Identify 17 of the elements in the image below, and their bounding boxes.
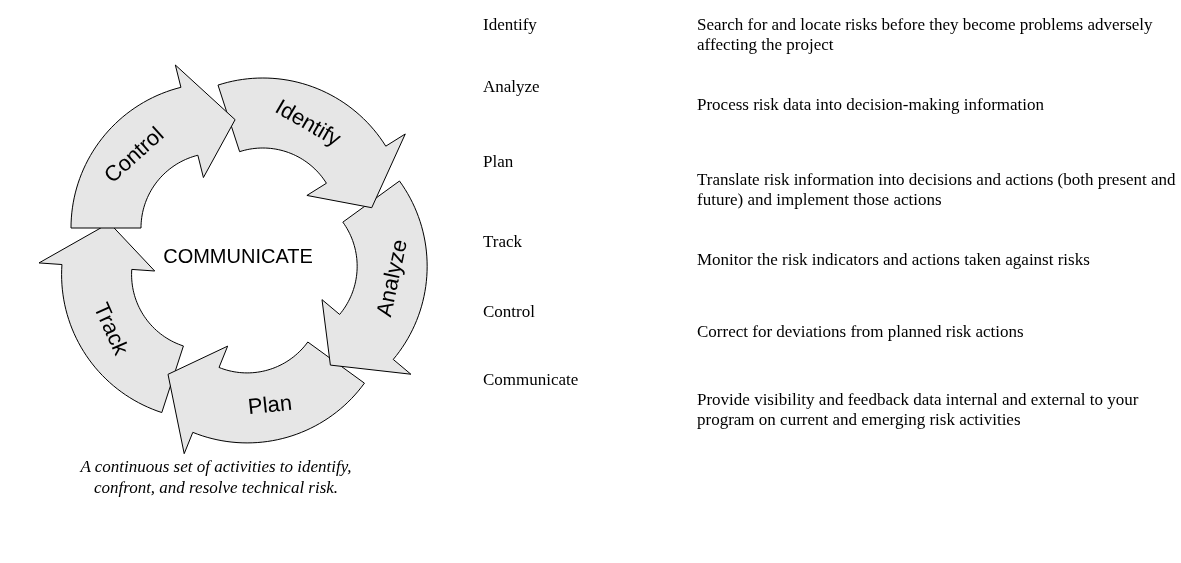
term-text: Communicate [483, 370, 579, 390]
definition-text: Correct for deviations from planned risk actions [697, 322, 1025, 342]
stage-label: Analyze [370, 236, 413, 319]
definition-text: Provide visibility and feedback data internal and external to your program on current and emerging risk activities [697, 390, 1140, 430]
term-text: Plan [483, 152, 514, 172]
term-text: Identify [483, 15, 537, 35]
term-text: Track [483, 232, 523, 252]
definition-text: Search for and locate risks before they become problems adversely affecting the project [697, 15, 1154, 55]
stage-label: Plan [246, 390, 294, 421]
term-text: Analyze [483, 77, 540, 97]
stage-label: Track [88, 299, 135, 360]
center-label: COMMUNICATE [163, 246, 313, 266]
definition-text: Process risk data into decision-making information [697, 95, 1045, 115]
definition-text: Monitor the risk indicators and actions taken against risks [697, 250, 1091, 270]
caption: A continuous set of activities to identify, confront, and resolve technical risk. [78, 456, 353, 498]
term-text: Control [483, 302, 535, 322]
definition-text: Translate risk information into decisions and actions (both present and future) and implement those actions [697, 170, 1177, 210]
